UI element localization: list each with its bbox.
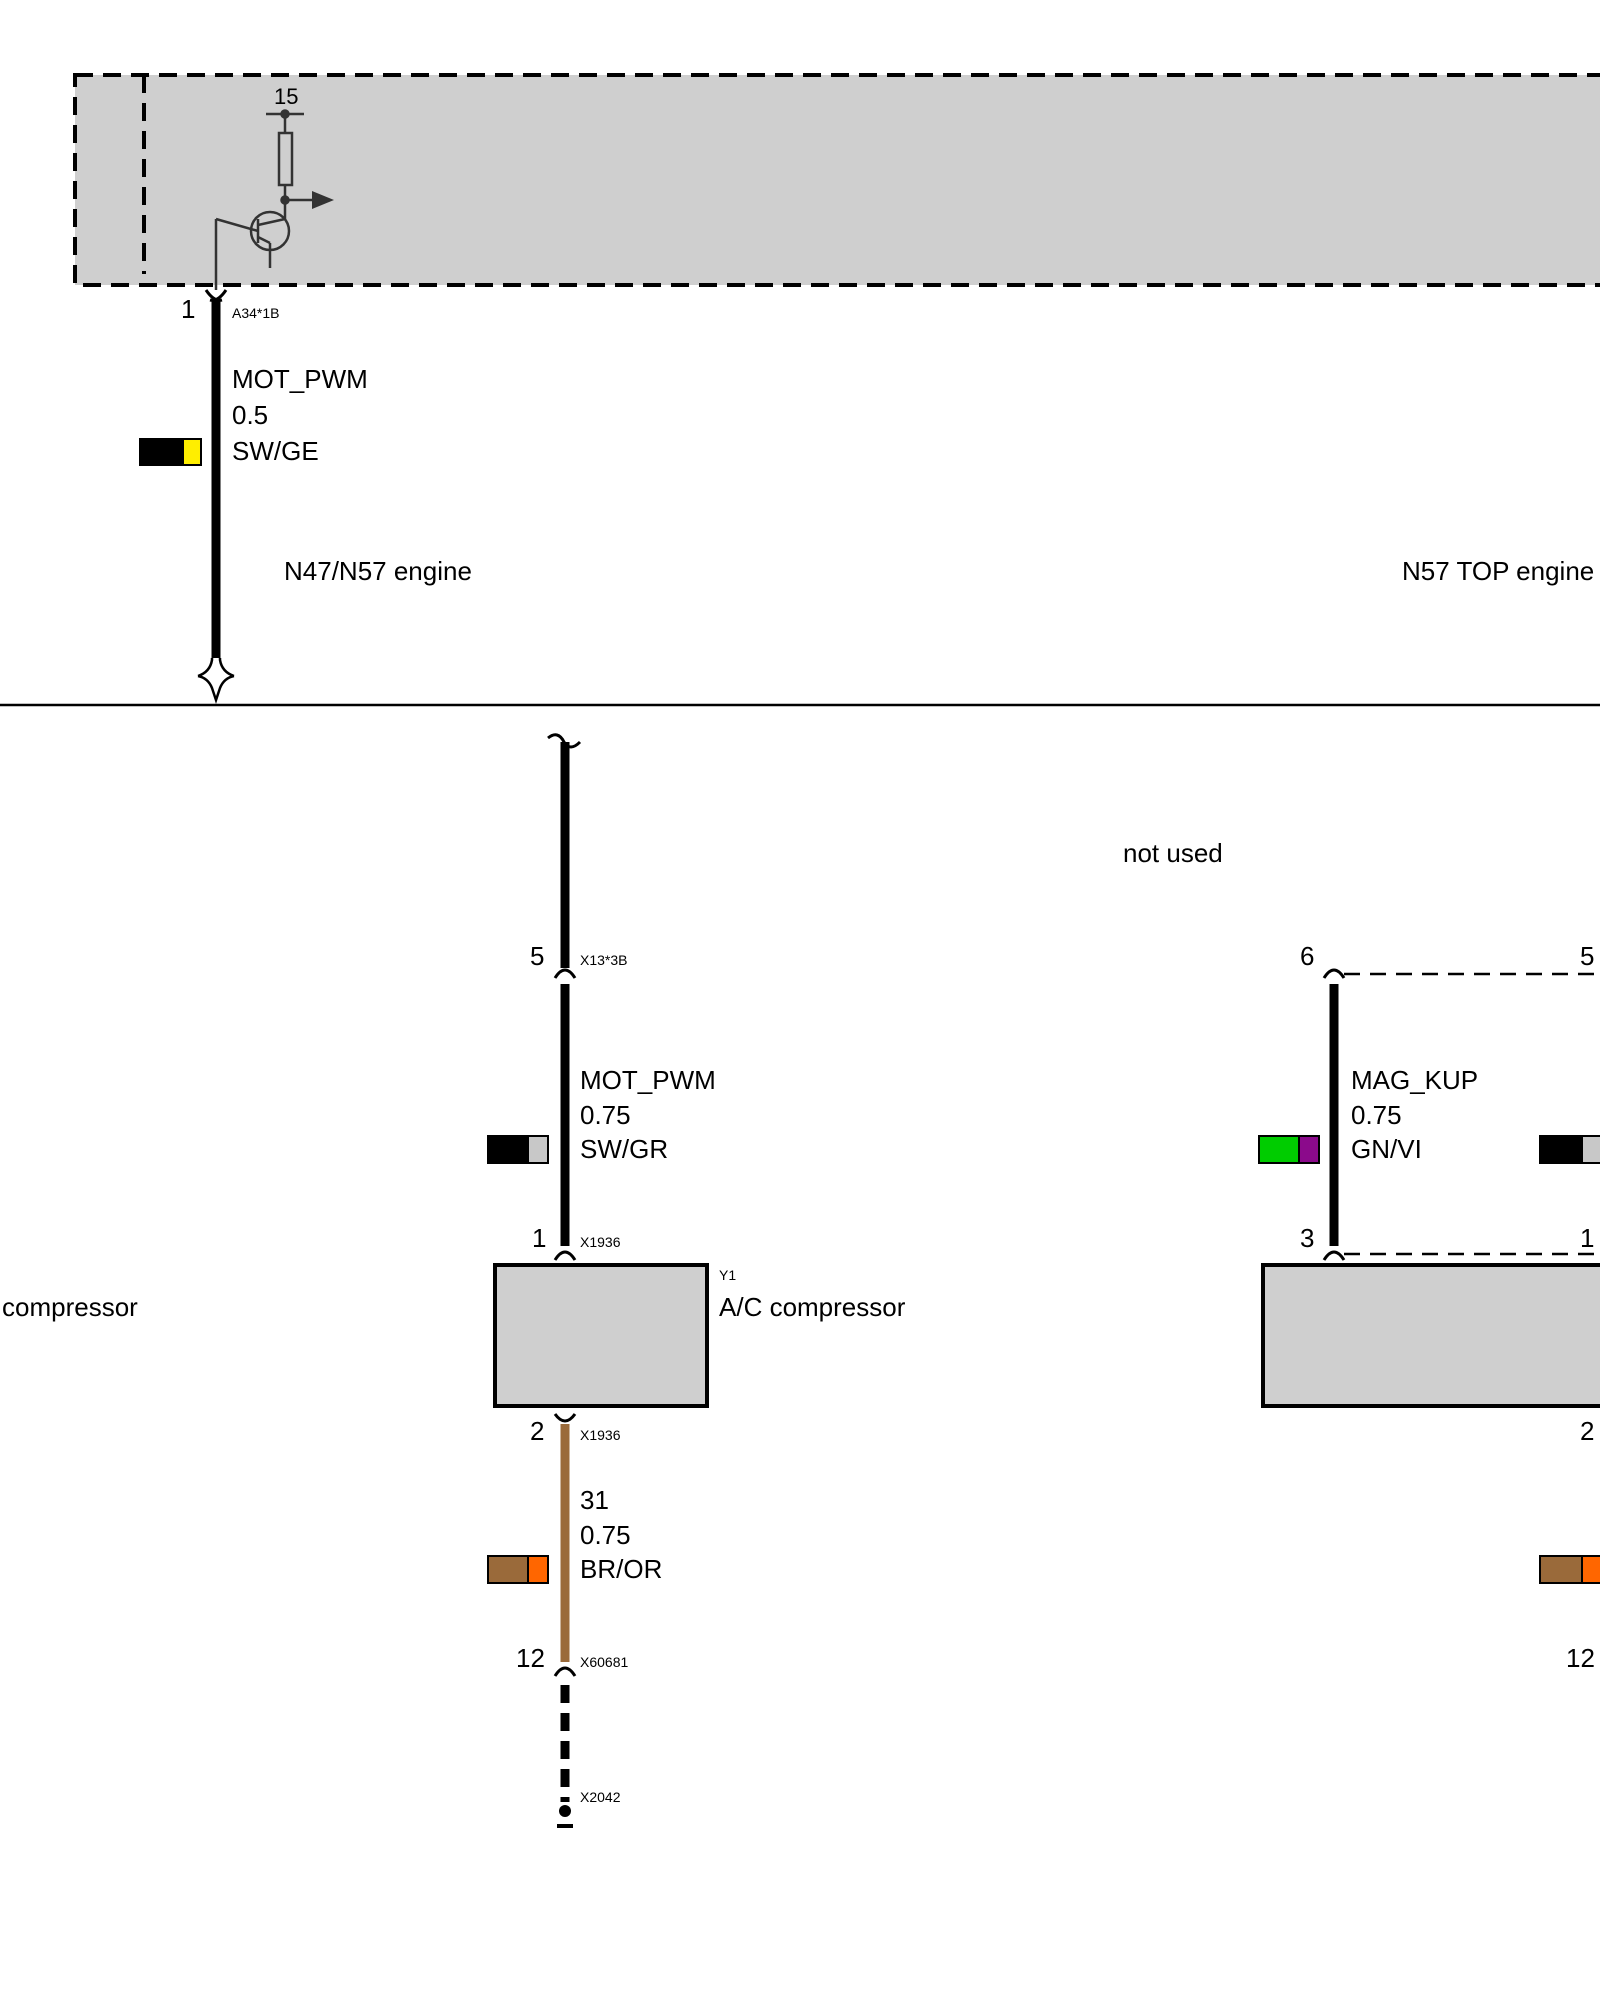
wire-color-label: SW/GR (580, 1134, 668, 1164)
color-swatch (139, 438, 202, 466)
connector-label: X2042 (580, 1789, 621, 1805)
variant-label-left: N47/N57 engine (284, 556, 472, 586)
color-swatch (487, 1135, 549, 1164)
pin-cup-x1936-bottom (553, 1413, 577, 1423)
output-arrow-icon (312, 191, 334, 209)
supply-terminal-label: 15 (274, 84, 298, 109)
not-used-note: not used (1123, 838, 1223, 868)
pin-label: 1 (181, 294, 195, 324)
wire-gauge-label: 0.5 (232, 400, 268, 430)
pin-label: 12 (516, 1643, 545, 1673)
wire-signal-label: MAG_KUP (1351, 1065, 1478, 1095)
pin-label: 1 (532, 1223, 546, 1253)
wire-signal-label: MOT_PWM (232, 364, 368, 394)
wire-gauge-label: 0.75 (580, 1100, 631, 1130)
color-swatch (1539, 1135, 1600, 1164)
wire-color-label: SW/GE (232, 436, 319, 466)
pin-label: 5 (1580, 941, 1594, 971)
pin-label: 1 (1580, 1223, 1594, 1253)
pin-label: 12 (1566, 1643, 1595, 1673)
pin-label: 5 (530, 941, 544, 971)
component-name-label: A/C compressor (719, 1292, 906, 1322)
pin-label: 2 (1580, 1416, 1594, 1446)
offscreen-component-label: compressor (2, 1292, 138, 1322)
wire-gauge-label: 0.75 (580, 1520, 631, 1550)
color-swatch (1539, 1555, 1600, 1584)
pin-cup-x60681 (553, 1666, 577, 1677)
connector-label: X1936 (580, 1234, 621, 1250)
connector-label: A34*1B (232, 305, 279, 321)
color-swatch (487, 1555, 549, 1584)
pin-label: 3 (1300, 1223, 1314, 1253)
pin-cup-right-comp (1322, 1250, 1346, 1261)
color-swatch (1258, 1135, 1320, 1164)
pin-cup-a34 (204, 289, 223, 302)
wire-gauge-label: 0.75 (1351, 1100, 1402, 1130)
wire-color-label: GN/VI (1351, 1134, 1422, 1164)
ground-point-dot (559, 1805, 571, 1817)
ac-compressor-left (493, 1263, 709, 1408)
component-ref-label: Y1 (719, 1267, 736, 1283)
control-unit-box (73, 73, 1600, 287)
wire-color-label: BR/OR (580, 1554, 662, 1584)
variant-label-right: N57 TOP engine (1402, 556, 1594, 586)
ac-compressor-right (1261, 1263, 1600, 1408)
pin-cup-right-top (1322, 968, 1346, 979)
connector-label: X13*3B (580, 952, 627, 968)
pin-cup-x13 (553, 968, 577, 979)
pin-label: 6 (1300, 941, 1314, 971)
connector-label: X1936 (580, 1427, 621, 1443)
wire-signal-label: 31 (580, 1485, 609, 1515)
pin-cup-x1936-top (553, 1250, 577, 1261)
transistor-circuit (214, 109, 312, 290)
connector-label: X60681 (580, 1654, 628, 1670)
wire-signal-label: MOT_PWM (580, 1065, 716, 1095)
variant-brace (197, 658, 235, 704)
pin-label: 2 (530, 1416, 544, 1446)
